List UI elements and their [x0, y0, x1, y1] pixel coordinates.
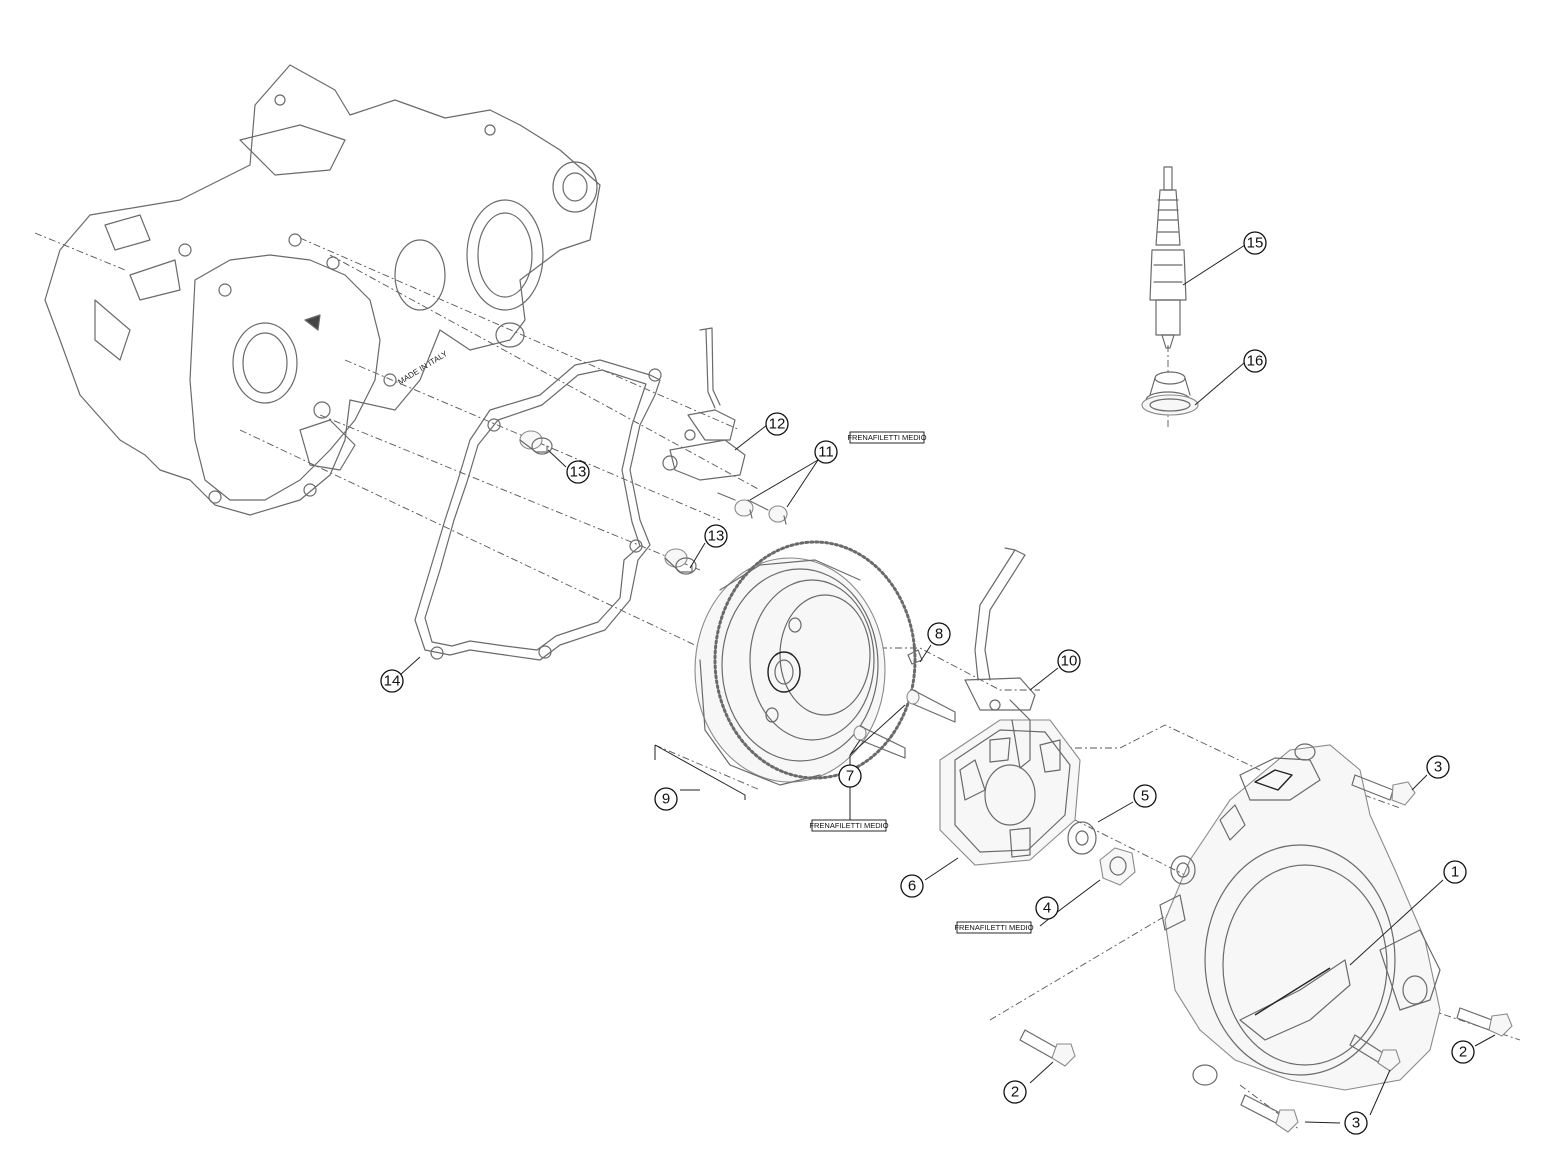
stator-cable [964, 547, 1036, 769]
pickup-sensor [662, 327, 746, 481]
svg-text:2: 2 [1011, 1084, 1019, 1101]
svg-text:8: 8 [935, 626, 943, 643]
svg-text:4: 4 [1043, 900, 1051, 917]
gasket [414, 359, 662, 661]
callout-16: 16 [1243, 349, 1267, 373]
cover-bolt-3-top [1351, 774, 1416, 806]
leader-lines [399, 244, 1496, 1124]
svg-text:6: 6 [908, 878, 916, 895]
callout-12: 12 [765, 412, 789, 436]
callout-10: 10 [1057, 649, 1081, 673]
spark-plug-seal [1141, 371, 1199, 416]
svg-text:FRENAFILETTI MEDIO: FRENAFILETTI MEDIO [847, 433, 926, 442]
callout-2-left: 2 [1003, 1080, 1027, 1104]
svg-text:FRENAFILETTI MEDIO: FRENAFILETTI MEDIO [954, 923, 1033, 932]
svg-text:3: 3 [1352, 1115, 1360, 1132]
note-frenafiletti-7: FRENAFILETTI MEDIO [809, 819, 889, 832]
svg-text:16: 16 [1247, 353, 1264, 370]
callout-5: 5 [1133, 784, 1157, 808]
flywheel-rotor [694, 540, 917, 786]
cover-bolt-2-left [1019, 1029, 1076, 1067]
callout-13-lower: 13 [704, 524, 728, 548]
svg-text:15: 15 [1247, 235, 1264, 252]
callout-2-right: 2 [1451, 1040, 1475, 1064]
callout-3-bottom: 3 [1344, 1111, 1368, 1135]
stator-screws [853, 689, 956, 759]
callout-7: 7 [838, 764, 862, 788]
svg-text:9: 9 [662, 791, 670, 808]
callout-15: 15 [1243, 231, 1267, 255]
cover-bolt-3-bottom [1240, 1094, 1299, 1133]
svg-text:10: 10 [1061, 653, 1078, 670]
callout-1: 1 [1443, 860, 1467, 884]
ignition-cover [1159, 743, 1441, 1091]
callout-3-top: 3 [1426, 755, 1450, 779]
svg-text:11: 11 [818, 444, 834, 461]
flywheel-nut [1099, 847, 1136, 886]
spark-plug [1149, 166, 1187, 349]
callout-9: 9 [654, 787, 678, 811]
svg-text:5: 5 [1141, 788, 1149, 805]
stator [939, 719, 1081, 866]
svg-text:2: 2 [1459, 1044, 1467, 1061]
note-frenafiletti-11: FRENAFILETTI MEDIO [847, 431, 927, 444]
sensor-screws [717, 492, 788, 525]
svg-text:7: 7 [846, 768, 854, 785]
cover-bolt-2-right [1456, 1007, 1513, 1037]
callout-14: 14 [380, 669, 404, 693]
svg-text:13: 13 [708, 528, 725, 545]
svg-text:14: 14 [384, 673, 401, 690]
dowel-upper [519, 430, 553, 455]
callout-13-upper: 13 [566, 460, 590, 484]
svg-text:FRENAFILETTI MEDIO: FRENAFILETTI MEDIO [809, 821, 888, 830]
casting-text: MADE IN ITALY [396, 349, 449, 387]
svg-text:13: 13 [570, 464, 587, 481]
svg-text:12: 12 [769, 416, 786, 433]
woodruff-key [907, 649, 923, 665]
dowel-lower [664, 548, 697, 575]
callout-4: 4 [1035, 896, 1059, 920]
flywheel-bracket [654, 744, 746, 800]
callout-8: 8 [927, 622, 951, 646]
crankcase: MADE IN ITALY [44, 64, 601, 516]
svg-text:1: 1 [1451, 864, 1459, 881]
washer [1067, 821, 1097, 855]
callout-6: 6 [900, 874, 924, 898]
cover-bolt-3-mid [1349, 1034, 1401, 1072]
note-frenafiletti-4: FRENAFILETTI MEDIO [954, 921, 1034, 934]
svg-text:3: 3 [1434, 759, 1442, 776]
callout-11: 11 [814, 440, 838, 464]
